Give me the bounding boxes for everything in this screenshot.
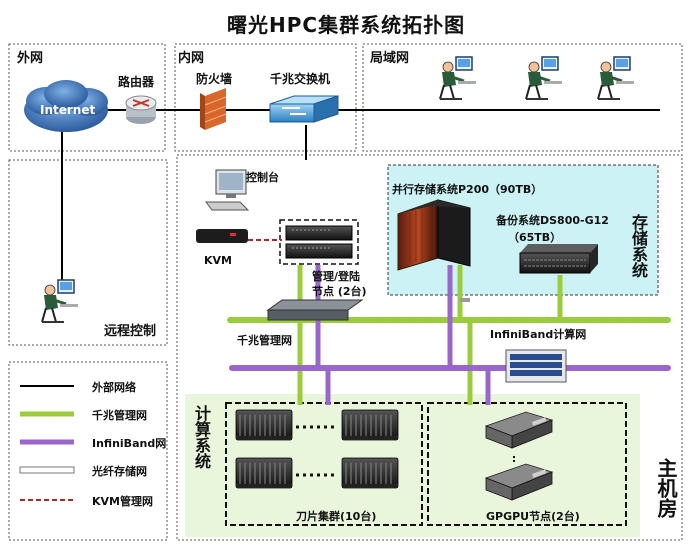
login-node-label-1: 管理/登陆 (312, 270, 361, 283)
blade-server-icon (235, 457, 293, 489)
page-title: 曙光HPC集群系统拓扑图 (227, 13, 466, 37)
firewall-label: 防火墙 (196, 72, 233, 86)
section-lan: 局域网 (370, 51, 410, 66)
section-machine-room: 主机房 (654, 458, 678, 518)
gigabit-switch-label: 千兆交换机 (270, 72, 331, 86)
legend-label-kvm: KVM管理网 (92, 495, 153, 508)
legend-label-infiniband: InfiniBand网 (92, 437, 167, 450)
remote-box (8, 159, 168, 346)
main-room-box (176, 154, 683, 541)
gigabit-mgmt-label: 千兆管理网 (237, 334, 292, 347)
gpgpu-label: GPGPU节点(2台) (486, 510, 580, 523)
legend-box (8, 361, 168, 541)
user-workstation-icon (596, 55, 636, 101)
outer-network-box (8, 43, 166, 152)
kvm-icon (196, 229, 248, 243)
user-workstation-icon (524, 55, 564, 101)
blade-box (225, 402, 423, 526)
firewall-icon (200, 88, 227, 130)
section-compute: 计算系统 (192, 405, 211, 469)
switch-icon (266, 299, 364, 321)
console-label: 控制台 (246, 171, 279, 184)
infiniband-switch-icon (505, 349, 567, 383)
blade-cluster-label: 刀片集群(10台) (296, 510, 377, 523)
remote-control-label: 远程控制 (104, 324, 157, 339)
kvm-label: KVM (204, 254, 232, 267)
console-monitor-icon (205, 169, 250, 211)
legend-label-fiber: 光纤存储网 (92, 465, 147, 478)
router-icon (125, 95, 157, 124)
legend-label-external: 外部网络 (92, 381, 136, 394)
blade-server-icon (235, 409, 293, 441)
login-node-box (279, 219, 359, 265)
section-inner-network: 内网 (178, 51, 205, 66)
server-icon (519, 244, 598, 274)
server-icon (285, 225, 353, 259)
section-storage: 存储系统 (629, 214, 648, 278)
backup-label-1: 备份系统DS800-G12 (496, 214, 609, 227)
section-outer-network: 外网 (17, 51, 44, 66)
gpgpu-box (427, 402, 627, 526)
backup-label-2: （65TB） (508, 231, 562, 244)
internet-label: Internet (40, 103, 96, 117)
router-label: 路由器 (118, 75, 155, 89)
lan-box (362, 43, 683, 152)
legend-label-gigabit: 千兆管理网 (92, 409, 147, 422)
globe-icon (24, 80, 108, 132)
storage-rack-icon (397, 199, 471, 271)
infiniband-net-label: InfiniBand计算网 (490, 328, 587, 341)
user-workstation-icon (438, 55, 478, 101)
storage-p200-label: 并行存储系统P200（90TB） (392, 183, 543, 196)
user-workstation-icon (40, 278, 80, 324)
blade-server-icon (341, 457, 399, 489)
blade-server-icon (341, 409, 399, 441)
switch-icon (269, 95, 339, 123)
login-node-label-2: 节点 (2台) (312, 285, 367, 298)
